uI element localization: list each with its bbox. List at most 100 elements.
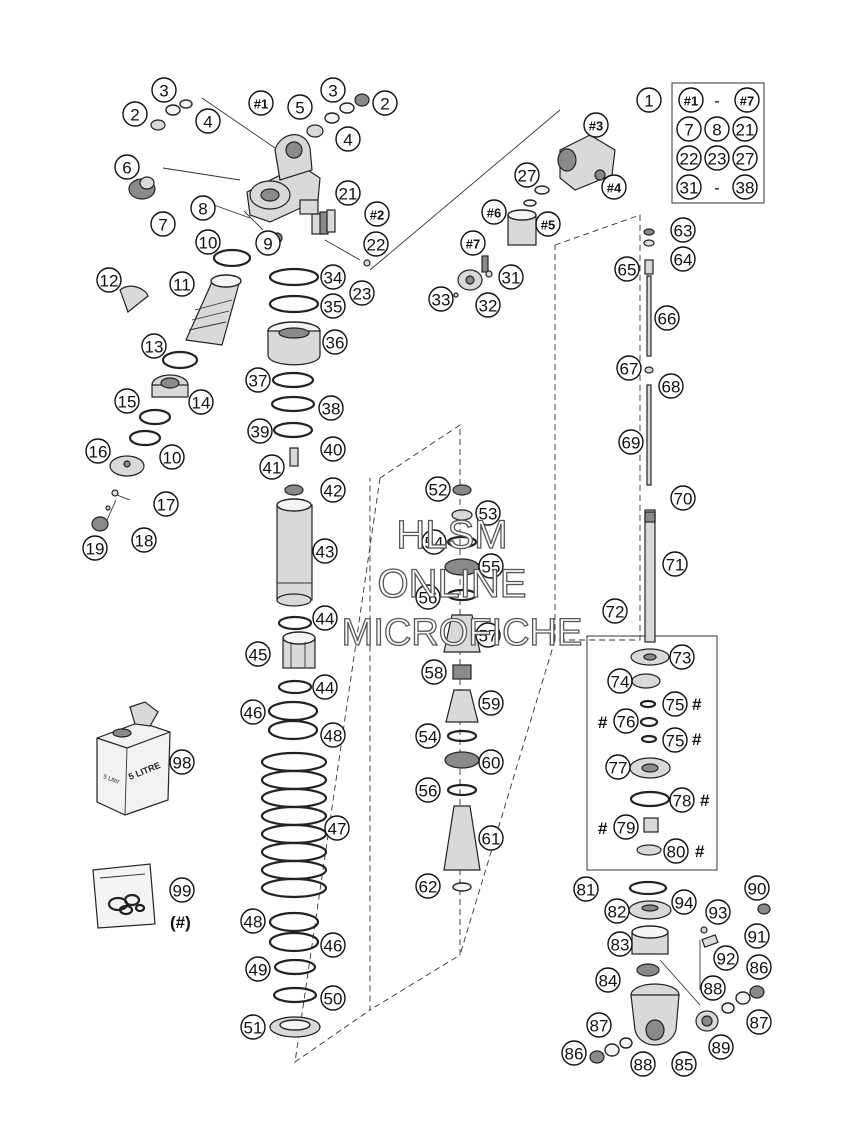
callout-circle (734, 87, 760, 113)
part-number-callout: 55 (478, 553, 504, 579)
part-number-callout: 46 (320, 932, 346, 958)
part-number-callout: 57 (475, 622, 501, 648)
column-frame-main (369, 424, 461, 1011)
callout-label: 74 (611, 673, 630, 692)
callout-label: 57 (479, 627, 498, 646)
part-number-callout: 77 (605, 754, 631, 780)
kit-legend-frame (671, 82, 765, 204)
part-number-callout: 9 (255, 230, 281, 256)
part-number-callout: 86 (746, 954, 772, 980)
callout-circle (663, 838, 689, 864)
callout-label: #5 (541, 218, 555, 233)
part-number-callout: 38 (732, 174, 758, 200)
callout-label: 48 (324, 727, 343, 746)
needle-7 (481, 255, 489, 273)
callout-circle (676, 145, 702, 171)
part-number-callout: 18 (131, 527, 157, 553)
callout-circle (320, 477, 346, 503)
part-number-callout: 98 (169, 749, 195, 775)
bearing-seals-right (306, 93, 370, 138)
callout-label: 72 (606, 603, 625, 622)
callout-label: 31 (680, 179, 699, 198)
callout-circle (607, 668, 633, 694)
callout-circle (151, 77, 177, 103)
callout-label: 36 (326, 334, 345, 353)
part-number-callout: 35 (320, 293, 346, 319)
callout-label: 12 (100, 272, 119, 291)
callout-label: 16 (89, 443, 108, 462)
callout-circle (744, 923, 770, 949)
column-frame-spring (294, 477, 381, 1063)
part-number-callout: 46 (240, 699, 266, 725)
part-number-callout: 17 (153, 491, 179, 517)
part-number-callout: 41 (259, 454, 285, 480)
part-number-callout: 38 (318, 395, 344, 421)
callout-label: 56 (419, 782, 438, 801)
callout-label: 99 (173, 882, 192, 901)
callout-label: 21 (736, 121, 755, 140)
valve-cap (91, 516, 109, 532)
callout-circle (514, 162, 540, 188)
callout-circle (662, 551, 688, 577)
callout-circle (478, 553, 504, 579)
callout-label: 44 (316, 610, 335, 629)
callout-label: 14 (192, 394, 211, 413)
callout-label: 39 (251, 423, 270, 442)
spring-seat-upper (267, 700, 319, 741)
body-ring-39 (272, 421, 314, 439)
part-number-callout: 22 (676, 145, 702, 171)
ring-81 (628, 880, 668, 896)
body-ring-37 (271, 371, 315, 389)
valve-body-6 (507, 209, 537, 246)
callout-label: 22 (367, 236, 386, 255)
reservoir-ring-10 (128, 429, 162, 447)
part-number-callout: 10 (195, 229, 221, 255)
screw-4 (594, 169, 606, 181)
part-number-callout: 15 (114, 388, 140, 414)
part-number-callout: #3 (583, 112, 609, 138)
part-number-callout: 31 (676, 174, 702, 200)
part-number-callout: 66 (654, 305, 680, 331)
part-number-callout: 34 (320, 264, 346, 290)
callout-circle (114, 154, 140, 180)
callout-label: #7 (740, 94, 754, 109)
part-number-callout: 83 (607, 931, 633, 957)
callout-label: 2 (380, 95, 389, 114)
callout-label: 61 (482, 830, 501, 849)
callout-circle (746, 1009, 772, 1035)
callout-circle (85, 438, 111, 464)
callout-label: 45 (249, 646, 268, 665)
callout-label: 31 (502, 269, 521, 288)
callout-circle (421, 529, 447, 555)
callout-circle (601, 174, 627, 200)
callout-circle (583, 112, 609, 138)
valve-18 (105, 505, 111, 511)
callout-circle (708, 1034, 734, 1060)
part-number-callout: 5 (287, 94, 313, 120)
callout-circle (671, 1051, 697, 1077)
part-number-callout: 12 (96, 267, 122, 293)
adjusting-nut-45 (282, 631, 316, 669)
callout-label: 71 (666, 556, 685, 575)
callout-label: 4 (343, 131, 352, 150)
callout-circle (364, 201, 390, 227)
part-number-callout: 54 (421, 529, 447, 555)
part-number-callout: #4 (601, 174, 627, 200)
reservoir-o-ring (161, 350, 199, 370)
part-number-callout: 79 (613, 814, 639, 840)
callout-circle (259, 454, 285, 480)
clevis-85 (630, 983, 680, 1046)
part-number-callout: 70 (670, 485, 696, 511)
callout-circle (349, 280, 375, 306)
callout-circle (678, 87, 704, 113)
callout-circle (481, 199, 507, 225)
part-number-callout: 23 (704, 145, 730, 171)
callout-label: #1 (684, 94, 698, 109)
callout-circle (335, 126, 361, 152)
bushing-40 (289, 447, 299, 467)
callout-circle (425, 476, 451, 502)
callout-circle (318, 395, 344, 421)
callout-circle (322, 329, 348, 355)
part-number-callout: 58 (421, 659, 447, 685)
part-number-callout: #2 (364, 201, 390, 227)
